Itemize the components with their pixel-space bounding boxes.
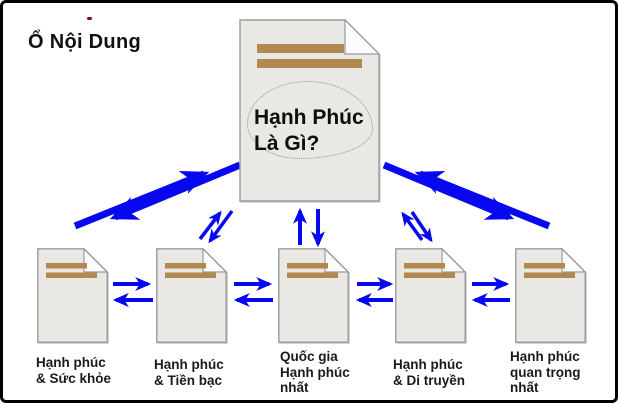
label-important: Hạnh phúc quan trọng nhất <box>510 349 581 395</box>
arrow-hub-to-money <box>208 209 234 244</box>
document-icon <box>37 248 108 343</box>
red-mark <box>87 17 92 20</box>
label-country: Quốc gia Hạnh phúc nhất <box>280 349 350 395</box>
document-icon <box>156 248 227 343</box>
content-page-important[interactable] <box>515 248 586 343</box>
diagram-title: Ổ Nội Dung <box>28 31 141 53</box>
label-money: Hạnh phúc & Tiền bạc <box>154 357 224 388</box>
hub-document-title: Hạnh Phúc Là Gì? <box>254 106 364 155</box>
arrow-hub-to-important <box>382 161 515 221</box>
label-genetics: Hạnh phúc & Di truyền <box>393 357 466 388</box>
arrow-important-to-hub <box>414 170 551 230</box>
arrow-hub-to-genetics <box>410 211 433 243</box>
arrow-money-to-hub <box>198 210 222 241</box>
label-health: Hạnh phúc & Sức khỏe <box>36 355 112 386</box>
document-icon <box>395 248 466 343</box>
content-page-money[interactable] <box>156 248 227 343</box>
document-icon <box>278 248 349 343</box>
arrow-genetics-to-hub <box>401 211 424 242</box>
document-icon <box>515 248 586 343</box>
arrow-hub-to-health <box>109 161 242 221</box>
content-page-genetics[interactable] <box>395 248 466 343</box>
content-page-country[interactable] <box>278 248 349 343</box>
arrow-health-to-hub <box>73 170 210 230</box>
hub-document[interactable]: Hạnh Phúc Là Gì? <box>239 19 380 202</box>
content-page-health[interactable] <box>37 248 108 343</box>
